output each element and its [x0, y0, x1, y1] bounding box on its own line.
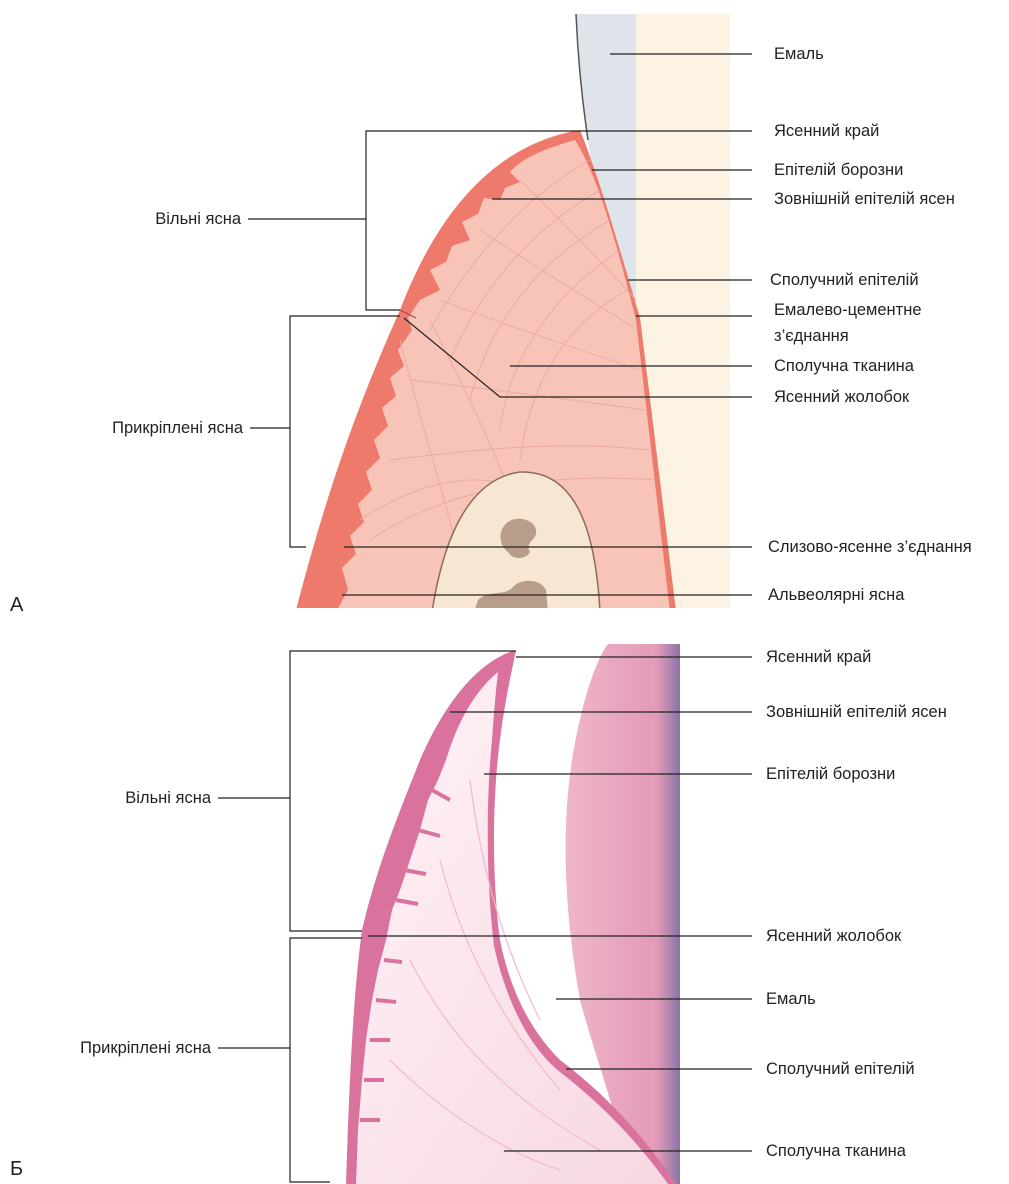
label-junctional-epithelium-a: Сполучний епітелій	[770, 270, 919, 290]
label-gingival-margin-b: Ясенний край	[766, 647, 871, 667]
panel-a-illustration	[296, 14, 730, 614]
label-outer-epithelium-b: Зовнішній епітелій ясен	[766, 702, 947, 722]
label-free-gingiva-a: Вільні ясна	[155, 209, 241, 229]
label-gingival-margin-a: Ясенний край	[774, 121, 879, 141]
label-cej-line1: Емалево-цементне	[774, 300, 922, 320]
label-cej-line2: з’єднання	[774, 326, 849, 346]
label-enamel-a: Емаль	[774, 44, 824, 64]
label-alveolar-gingiva: Альвеолярні ясна	[768, 585, 904, 605]
label-outer-epithelium-a: Зовнішній епітелій ясен	[774, 189, 955, 209]
label-junctional-epithelium-b: Сполучний епітелій	[766, 1059, 915, 1079]
panel-a-letter: А	[10, 594, 23, 617]
label-sulcular-epithelium-b: Епітелій борозни	[766, 764, 895, 784]
label-attached-gingiva-a: Прикріплені ясна	[112, 418, 243, 438]
label-gingival-groove-b: Ясенний жолобок	[766, 926, 901, 946]
panel-b-histology	[346, 644, 680, 1184]
label-mucogingival-junction: Слизово-ясенне з’єднання	[768, 537, 972, 557]
panel-b-letter: Б	[10, 1158, 23, 1181]
label-enamel-b: Емаль	[766, 989, 816, 1009]
label-attached-gingiva-b: Прикріплені ясна	[80, 1038, 211, 1058]
label-gingival-groove-a: Ясенний жолобок	[774, 387, 909, 407]
label-connective-tissue-b: Сполучна тканина	[766, 1141, 906, 1161]
label-sulcular-epithelium-a: Епітелій борозни	[774, 160, 903, 180]
label-connective-tissue-a: Сполучна тканина	[774, 356, 914, 376]
label-free-gingiva-b: Вільні ясна	[125, 788, 211, 808]
